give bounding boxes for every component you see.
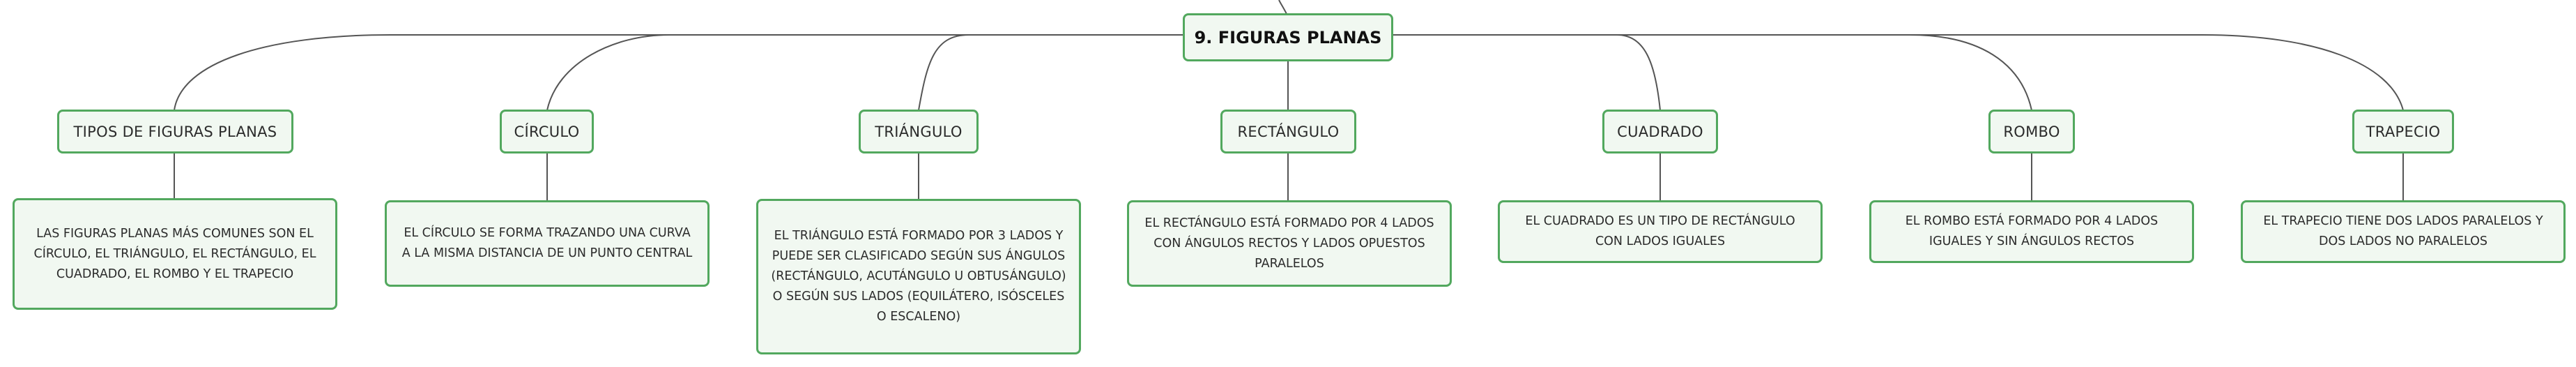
description-node-rectangulo[interactable]: EL RECTÁNGULO ESTÁ FORMADO POR 4 LADOS C… (1127, 200, 1452, 287)
description-text: EL CUADRADO ES UN TIPO DE RECTÁNGULO CON… (1525, 214, 1795, 248)
category-node-circulo[interactable]: CÍRCULO (500, 110, 594, 153)
category-label: CÍRCULO (514, 123, 580, 140)
description-node-tipos[interactable]: LAS FIGURAS PLANAS MÁS COMUNES SON EL CÍ… (13, 198, 337, 310)
description-node-triangulo[interactable]: EL TRIÁNGULO ESTÁ FORMADO POR 3 LADOS Y … (756, 199, 1081, 354)
connector-root-to-circulo (546, 33, 1185, 111)
description-node-circulo[interactable]: EL CÍRCULO SE FORMA TRAZANDO UNA CURVA A… (385, 200, 710, 287)
category-label: RECTÁNGULO (1237, 123, 1340, 140)
category-node-rombo[interactable]: ROMBO (1988, 110, 2075, 153)
connector-root-to-rombo (1392, 33, 2032, 111)
description-node-rombo[interactable]: EL ROMBO ESTÁ FORMADO POR 4 LADOS IGUALE… (1869, 200, 2194, 263)
connector-root-to-tipos (174, 33, 1185, 111)
category-node-rectangulo[interactable]: RECTÁNGULO (1220, 110, 1356, 153)
category-label: TRAPECIO (2366, 123, 2441, 140)
category-node-triangulo[interactable]: TRIÁNGULO (859, 110, 979, 153)
connector-root-to-triangulo (918, 33, 1185, 111)
description-node-trapecio[interactable]: EL TRAPECIO TIENE DOS LADOS PARALELOS Y … (2241, 200, 2566, 263)
connector-root-incoming (1278, 0, 1287, 15)
category-node-trapecio[interactable]: TRAPECIO (2352, 110, 2454, 153)
connector-root-to-trapecio (1392, 33, 2404, 111)
category-node-tipos[interactable]: TIPOS DE FIGURAS PLANAS (57, 110, 293, 153)
description-text: EL TRIÁNGULO ESTÁ FORMADO POR 3 LADOS Y … (771, 229, 1066, 324)
category-label: TRIÁNGULO (875, 123, 963, 140)
category-label: TIPOS DE FIGURAS PLANAS (73, 123, 277, 140)
category-node-cuadrado[interactable]: CUADRADO (1602, 110, 1718, 153)
description-text: EL RECTÁNGULO ESTÁ FORMADO POR 4 LADOS C… (1144, 216, 1434, 271)
description-text: EL ROMBO ESTÁ FORMADO POR 4 LADOS IGUALE… (1905, 214, 2159, 248)
description-node-cuadrado[interactable]: EL CUADRADO ES UN TIPO DE RECTÁNGULO CON… (1498, 200, 1823, 263)
description-text: LAS FIGURAS PLANAS MÁS COMUNES SON EL CÍ… (33, 226, 316, 281)
description-text: EL TRAPECIO TIENE DOS LADOS PARALELOS Y … (2263, 214, 2543, 248)
connector-root-to-cuadrado (1392, 33, 1661, 111)
description-text: EL CÍRCULO SE FORMA TRAZANDO UNA CURVA A… (401, 226, 693, 260)
root-label: 9. FIGURAS PLANAS (1194, 27, 1382, 47)
category-label: CUADRADO (1617, 123, 1703, 140)
root-node[interactable]: 9. FIGURAS PLANAS (1183, 13, 1393, 61)
category-label: ROMBO (2003, 123, 2060, 140)
